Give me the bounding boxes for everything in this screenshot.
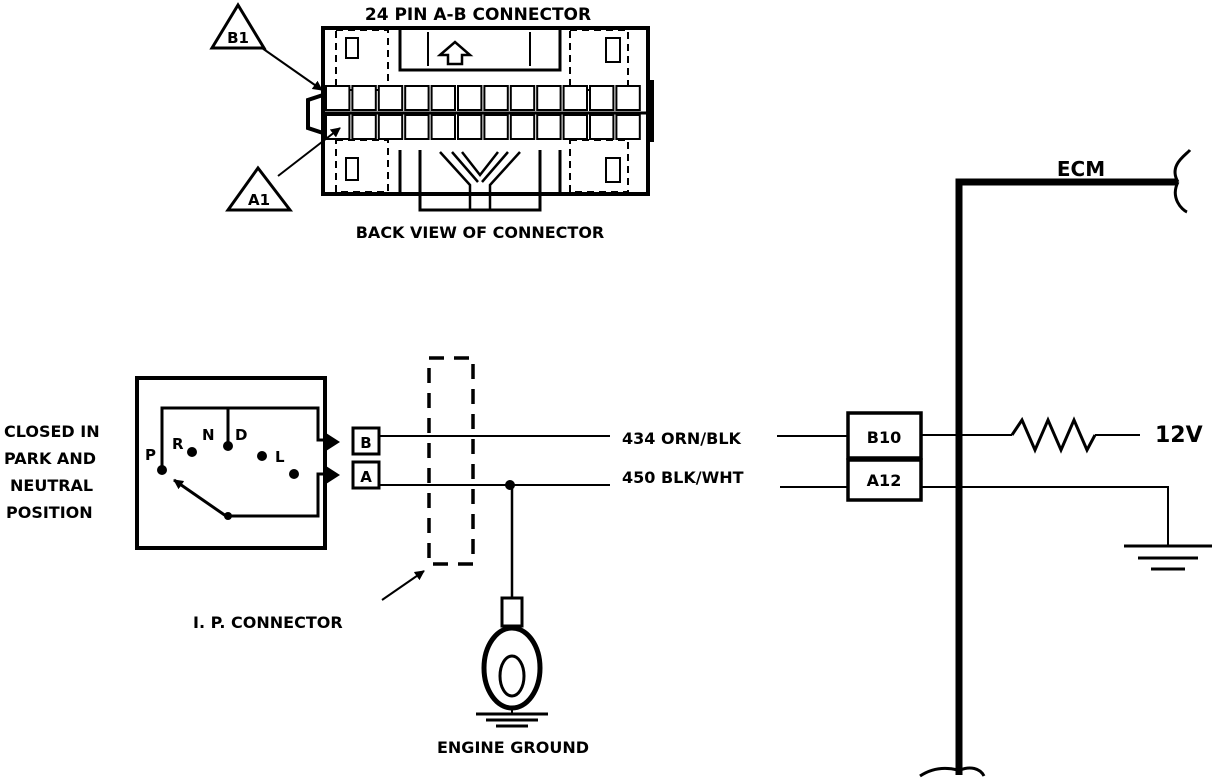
engine-ground-label: ENGINE GROUND [437,738,589,757]
position-l-dot [289,469,299,479]
switch-wiper-pivot [224,512,232,520]
switch-wiper-arrow [173,478,227,518]
position-d-label: D [235,426,247,444]
connector-pin-rows [325,85,641,140]
ecm-pin-b10-box [846,411,923,460]
ecm-pin-b10-label: B10 [867,428,901,447]
terminal-b-arrow [326,433,340,451]
harness-wires [439,151,521,210]
connector-left-slot-bottom [345,157,359,181]
pin-a1-label: A1 [248,191,270,209]
position-p-label: P [145,446,156,464]
ecm-pin-a12-label: A12 [867,471,902,490]
connector-key-frame [398,30,562,72]
wire-harness: 434 ORN/BLK 450 BLK/WHT I. P. CONNECTOR … [193,356,848,757]
connector-pin-cavity [483,85,509,111]
switch-caption-line-1: CLOSED IN [4,422,100,441]
connector-pin-cavity [562,114,588,140]
harness-walls [398,150,562,192]
connector-pin-cavity [377,114,404,140]
switch-housing [135,376,327,550]
position-n-dot [223,441,233,451]
connector-pin-cavity [509,85,536,111]
connector-pin-cavity [457,85,483,111]
ecm-voltage-label: 12V [1155,423,1203,448]
park-neutral-switch: CLOSED IN PARK AND NEUTRAL POSITION P R … [4,376,381,550]
connector-right-tab [646,80,654,142]
wire-450-label: 450 BLK/WHT [622,468,744,487]
connector-pin-cavity [562,85,588,111]
harness-boot [418,150,542,212]
connector-caption: BACK VIEW OF CONNECTOR [356,223,605,242]
ecm-label: ECM [1057,157,1105,181]
switch-contact-bus [160,406,328,468]
connector-left-latch [306,93,324,135]
position-l-label: L [275,448,285,466]
switch-caption: CLOSED IN PARK AND NEUTRAL POSITION [4,422,105,522]
connector-pin-cavity [457,114,483,140]
connector-pin-cavity [351,85,377,111]
position-p-dot [157,465,167,475]
connector-pin-cavity [615,85,641,111]
ecm-break-bottom [919,766,986,778]
connector-pin-cavity [404,114,430,140]
ip-connector-label: I. P. CONNECTOR [193,613,343,632]
connector-back-view: 24 PIN A-B CONNECTOR B1 A1 [209,2,654,242]
connector-pin-cavity [536,85,562,111]
connector-pin-cavity [404,85,430,111]
ground-splice-dot [505,480,515,490]
ecm-break-top [1173,148,1192,214]
ip-connector-arrow [381,570,425,601]
connector-pin-cavity [589,114,615,140]
ecm-ground-wire [921,486,1169,546]
connector-pin-cavity [377,85,404,111]
pin-b1-label: B1 [227,29,249,47]
wire-434-label: 434 ORN/BLK [622,429,742,448]
switch-caption-line-2: PARK AND [4,449,96,468]
pin-a1-callout [225,165,294,212]
position-r-dot [187,447,197,457]
up-arrow-icon [436,40,474,66]
terminal-a-arrow [326,466,340,484]
connector-pin-cavity [351,114,377,140]
connector-right-slot-bottom [605,157,621,183]
terminal-a-label: A [360,468,372,486]
pin-b1-callout [209,2,267,50]
switch-caption-line-4: POSITION [6,503,93,522]
position-r-label: R [172,435,184,453]
connector-left-lock-bottom [335,139,389,193]
connector-left-slot-top [345,37,359,59]
position-d-dot [257,451,267,461]
position-n-label: N [202,426,215,444]
connector-left-lock-top [335,29,389,91]
connector-title: 24 PIN A-B CONNECTOR [365,5,591,25]
terminal-b-label: B [360,434,371,452]
switch-return-path [228,472,328,518]
terminal-b-box [351,426,381,456]
ground-lug-hole [498,654,526,698]
connector-pin-cavity [509,114,536,140]
connector-pin-cavity [430,114,457,140]
connector-pin-cavity [536,114,562,140]
ecm-pin-a12-box [846,458,923,502]
ground-lug-crimp [500,596,524,628]
connector-pin-cavity [483,114,509,140]
pin-a1-arrow [277,127,341,177]
ecm-module: ECM B10 A12 12V [846,148,1212,778]
resistor-icon [1010,416,1097,454]
connector-pin-cavity [615,114,641,140]
connector-key-walls [427,32,531,66]
terminal-a-box [351,460,381,490]
ecm-boundary [955,178,1178,775]
pin-b1-arrow [261,47,323,91]
connector-right-slot-top [605,37,621,63]
connector-pin-cavity [589,85,615,111]
connector-pin-cavity [430,85,457,111]
switch-caption-line-3: NEUTRAL [10,476,93,495]
ip-connector-outline [427,356,475,566]
connector-pin-cavity [325,85,351,111]
